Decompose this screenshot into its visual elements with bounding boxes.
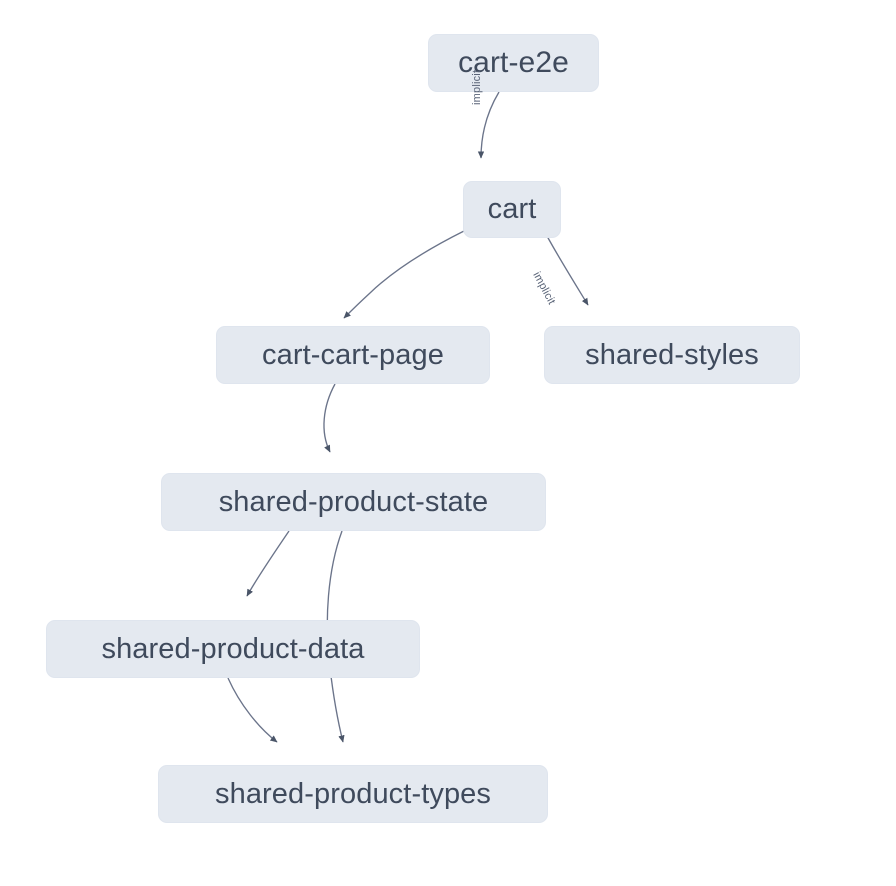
node-shared-styles[interactable]: shared-styles xyxy=(544,326,800,384)
node-shared-product-state[interactable]: shared-product-state xyxy=(161,473,546,531)
edge-shared-product-state-to-shared-product-data xyxy=(246,530,290,597)
node-shared-product-data[interactable]: shared-product-data xyxy=(46,620,420,678)
node-shared-product-types[interactable]: shared-product-types xyxy=(158,765,548,823)
node-label: shared-styles xyxy=(585,338,759,371)
node-label: cart-e2e xyxy=(458,46,569,79)
edge-shared-product-data-to-shared-product-types xyxy=(227,677,278,743)
node-label: shared-product-state xyxy=(218,485,489,518)
node-cart-e2e[interactable]: cart-e2e xyxy=(428,34,599,92)
node-label: cart xyxy=(487,193,537,225)
node-cart[interactable]: cart xyxy=(463,181,561,238)
edge-cart-e2e-to-cart xyxy=(477,91,500,159)
node-label: shared-product-data xyxy=(101,632,365,665)
edge-cart-to-shared-styles xyxy=(546,235,589,306)
node-label: cart-cart-page xyxy=(262,338,444,371)
edge-cart-to-cart-cart-page xyxy=(343,230,465,319)
edge-label-cart-to-shared-styles: implicit xyxy=(530,270,558,307)
edge-cart-cart-page-to-shared-product-state xyxy=(323,383,336,453)
node-cart-cart-page[interactable]: cart-cart-page xyxy=(216,326,490,384)
node-label: shared-product-types xyxy=(214,777,492,810)
